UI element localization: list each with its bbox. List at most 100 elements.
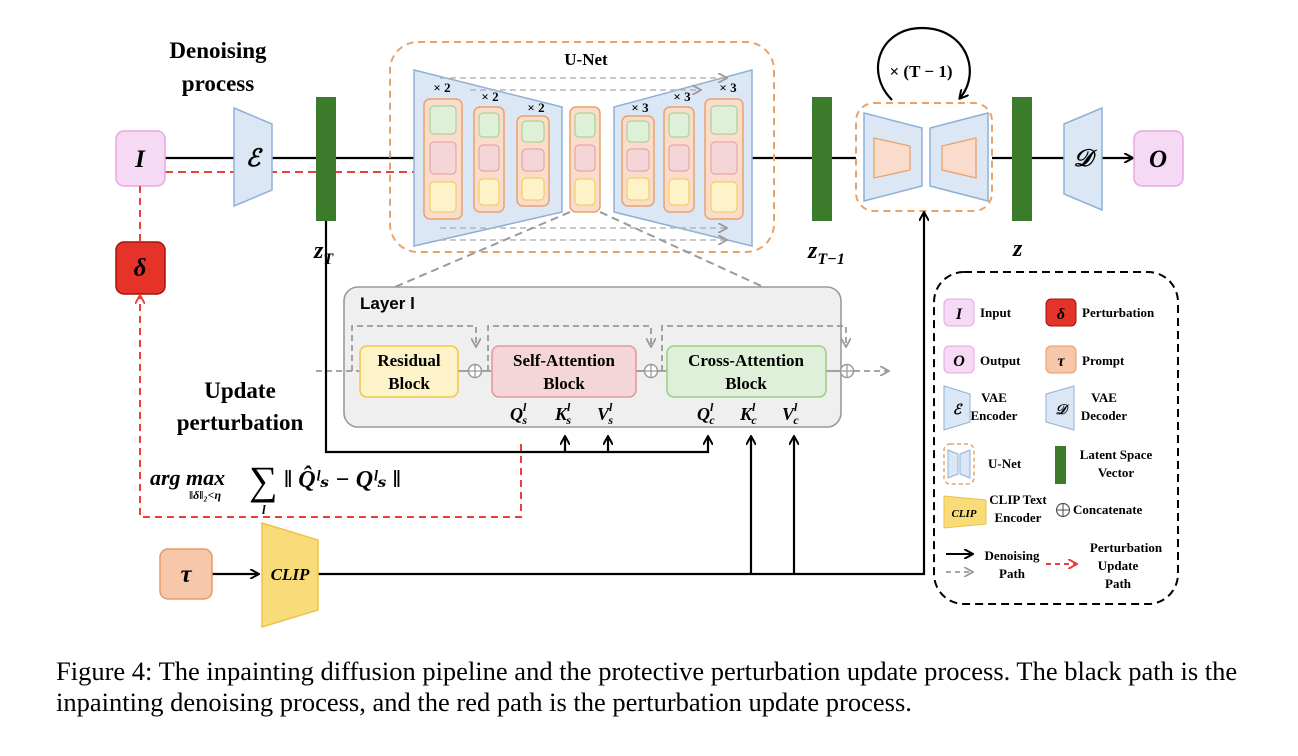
- legend-input-swatch: [943, 298, 975, 327]
- legend-prompt-swatch: [1045, 345, 1077, 374]
- concat-icon-1: [467, 363, 483, 379]
- vae-decoder: [1063, 106, 1103, 212]
- formula-argmax: arg max: [150, 465, 225, 490]
- prompt-node: [159, 548, 213, 600]
- legend-input-text: Input: [980, 305, 1012, 320]
- loop-arrow: [876, 26, 971, 101]
- output-label: O: [1149, 146, 1167, 173]
- mult-label-3: × 2: [527, 100, 544, 115]
- legend-decoder-swatch: [1045, 385, 1075, 431]
- self-attention-block: [491, 345, 637, 398]
- legend-perturbation-swatch: [1045, 298, 1077, 327]
- legend-encoder-symbol: ℰ: [953, 403, 964, 418]
- prompt-label: τ: [180, 561, 192, 588]
- legend-latent-line2: Vector: [1098, 465, 1135, 480]
- legend-decoder-line2: Decoder: [1081, 408, 1127, 423]
- loop-unet-decoder-inner: [941, 137, 977, 179]
- legend-denoise-line1: Denoising: [985, 548, 1040, 563]
- path-zT-to-attention: [324, 221, 708, 454]
- legend-clip-symbol: CLIP: [951, 508, 976, 520]
- legend-latent-line1: Latent Space: [1080, 447, 1153, 462]
- zoom-line-right: [599, 211, 771, 291]
- legend-unet-icon: [943, 443, 975, 485]
- path-clip-to-loop: [318, 213, 924, 576]
- unet-block-stack-6: [704, 98, 744, 220]
- layer-title: Layer l: [360, 294, 415, 313]
- unet-middle-block: [569, 106, 601, 213]
- update-title-line1: Update: [204, 378, 276, 403]
- legend-prompt-symbol: τ: [1057, 353, 1065, 370]
- self-attention-line2: Block: [543, 374, 585, 393]
- legend-box: [933, 271, 1179, 605]
- skip-cross-attention: [661, 325, 846, 371]
- residual-block-line2: Block: [388, 374, 430, 393]
- latent-z: [1012, 97, 1032, 221]
- legend-decoder-line1: VAE: [1091, 390, 1117, 405]
- figure-caption: Figure 4: The inpainting diffusion pipel…: [56, 656, 1238, 717]
- output-node: [1133, 130, 1184, 187]
- legend-latent-swatch: [1055, 446, 1066, 484]
- legend-output-swatch: [943, 345, 975, 374]
- unet-block-stack-2: [473, 106, 505, 213]
- concat-icon-2: [643, 363, 659, 379]
- mult-label-2: × 2: [481, 89, 498, 104]
- cross-attention-block: [666, 345, 827, 398]
- encoder-label: ℰ: [246, 146, 264, 172]
- denoising-title-line1: Denoising: [169, 38, 267, 63]
- update-title-line2: perturbation: [177, 410, 304, 435]
- residual-block-line1: Residual: [377, 351, 441, 370]
- self-attention-line1: Self-Attention: [513, 351, 616, 370]
- unet-block-stack-1: [423, 98, 463, 220]
- pipeline-figure: Denoising process I ℰ zT U-Net × 2 × 2 ×…: [115, 26, 1184, 629]
- skip-self-attention: [487, 325, 651, 371]
- legend-input-symbol: I: [955, 306, 963, 323]
- legend-perturbation-symbol: δ: [1057, 306, 1065, 323]
- formula-sum-index: l: [262, 502, 266, 517]
- residual-block: [359, 345, 459, 398]
- loop-unet-encoder-inner: [873, 137, 911, 179]
- legend-denoise-line2: Path: [999, 566, 1026, 581]
- denoising-title-line2: process: [182, 71, 254, 96]
- unet-block-stack-3: [516, 115, 550, 207]
- skip-residual: [351, 325, 476, 371]
- formula-argmax-constraint: ‖δ‖₂<η: [189, 488, 221, 502]
- legend-encoder-swatch: [943, 385, 971, 431]
- clip-label: CLIP: [271, 565, 310, 584]
- legend-perturbation-text: Perturbation: [1082, 305, 1155, 320]
- legend-encoder-line1: VAE: [981, 390, 1007, 405]
- clip-encoder: [261, 521, 319, 629]
- z-label: z: [1012, 236, 1023, 262]
- latent-zT: [316, 97, 336, 221]
- legend-clip-line1: CLIP Text: [989, 492, 1047, 507]
- legend-concat-text: Concatenate: [1073, 502, 1143, 517]
- legend-clip-line2: Encoder: [995, 510, 1042, 525]
- concat-icon-3: [839, 363, 855, 379]
- legend-pert-line1: Perturbation: [1090, 540, 1163, 555]
- legend-clip-swatch: [943, 495, 987, 529]
- zoom-line-left: [387, 211, 571, 291]
- zT-1-label: zT−1: [807, 238, 845, 268]
- formula-norm: ‖ Q̂ˡₛ − Qˡₛ ‖: [284, 466, 401, 493]
- vae-encoder: [233, 106, 273, 208]
- loop-label: × (T − 1): [890, 62, 953, 81]
- legend-decoder-symbol: 𝒟: [1055, 403, 1069, 418]
- cross-attention-line1: Cross-Attention: [688, 351, 804, 370]
- unet-container: [389, 41, 775, 253]
- legend-output-text: Output: [980, 353, 1021, 368]
- legend-concat-icon: [1055, 502, 1071, 518]
- perturbation-label: δ: [134, 255, 147, 282]
- legend-prompt-text: Prompt: [1082, 353, 1125, 368]
- legend-pert-line3: Path: [1105, 576, 1132, 591]
- legend-unet-text: U-Net: [988, 456, 1022, 471]
- unet-block-stack-4: [621, 115, 655, 207]
- mult-label-5: × 3: [673, 89, 691, 104]
- unet-block-stack-5: [663, 106, 695, 213]
- latent-zT-1: [812, 97, 832, 221]
- legend-encoder-line2: Encoder: [971, 408, 1018, 423]
